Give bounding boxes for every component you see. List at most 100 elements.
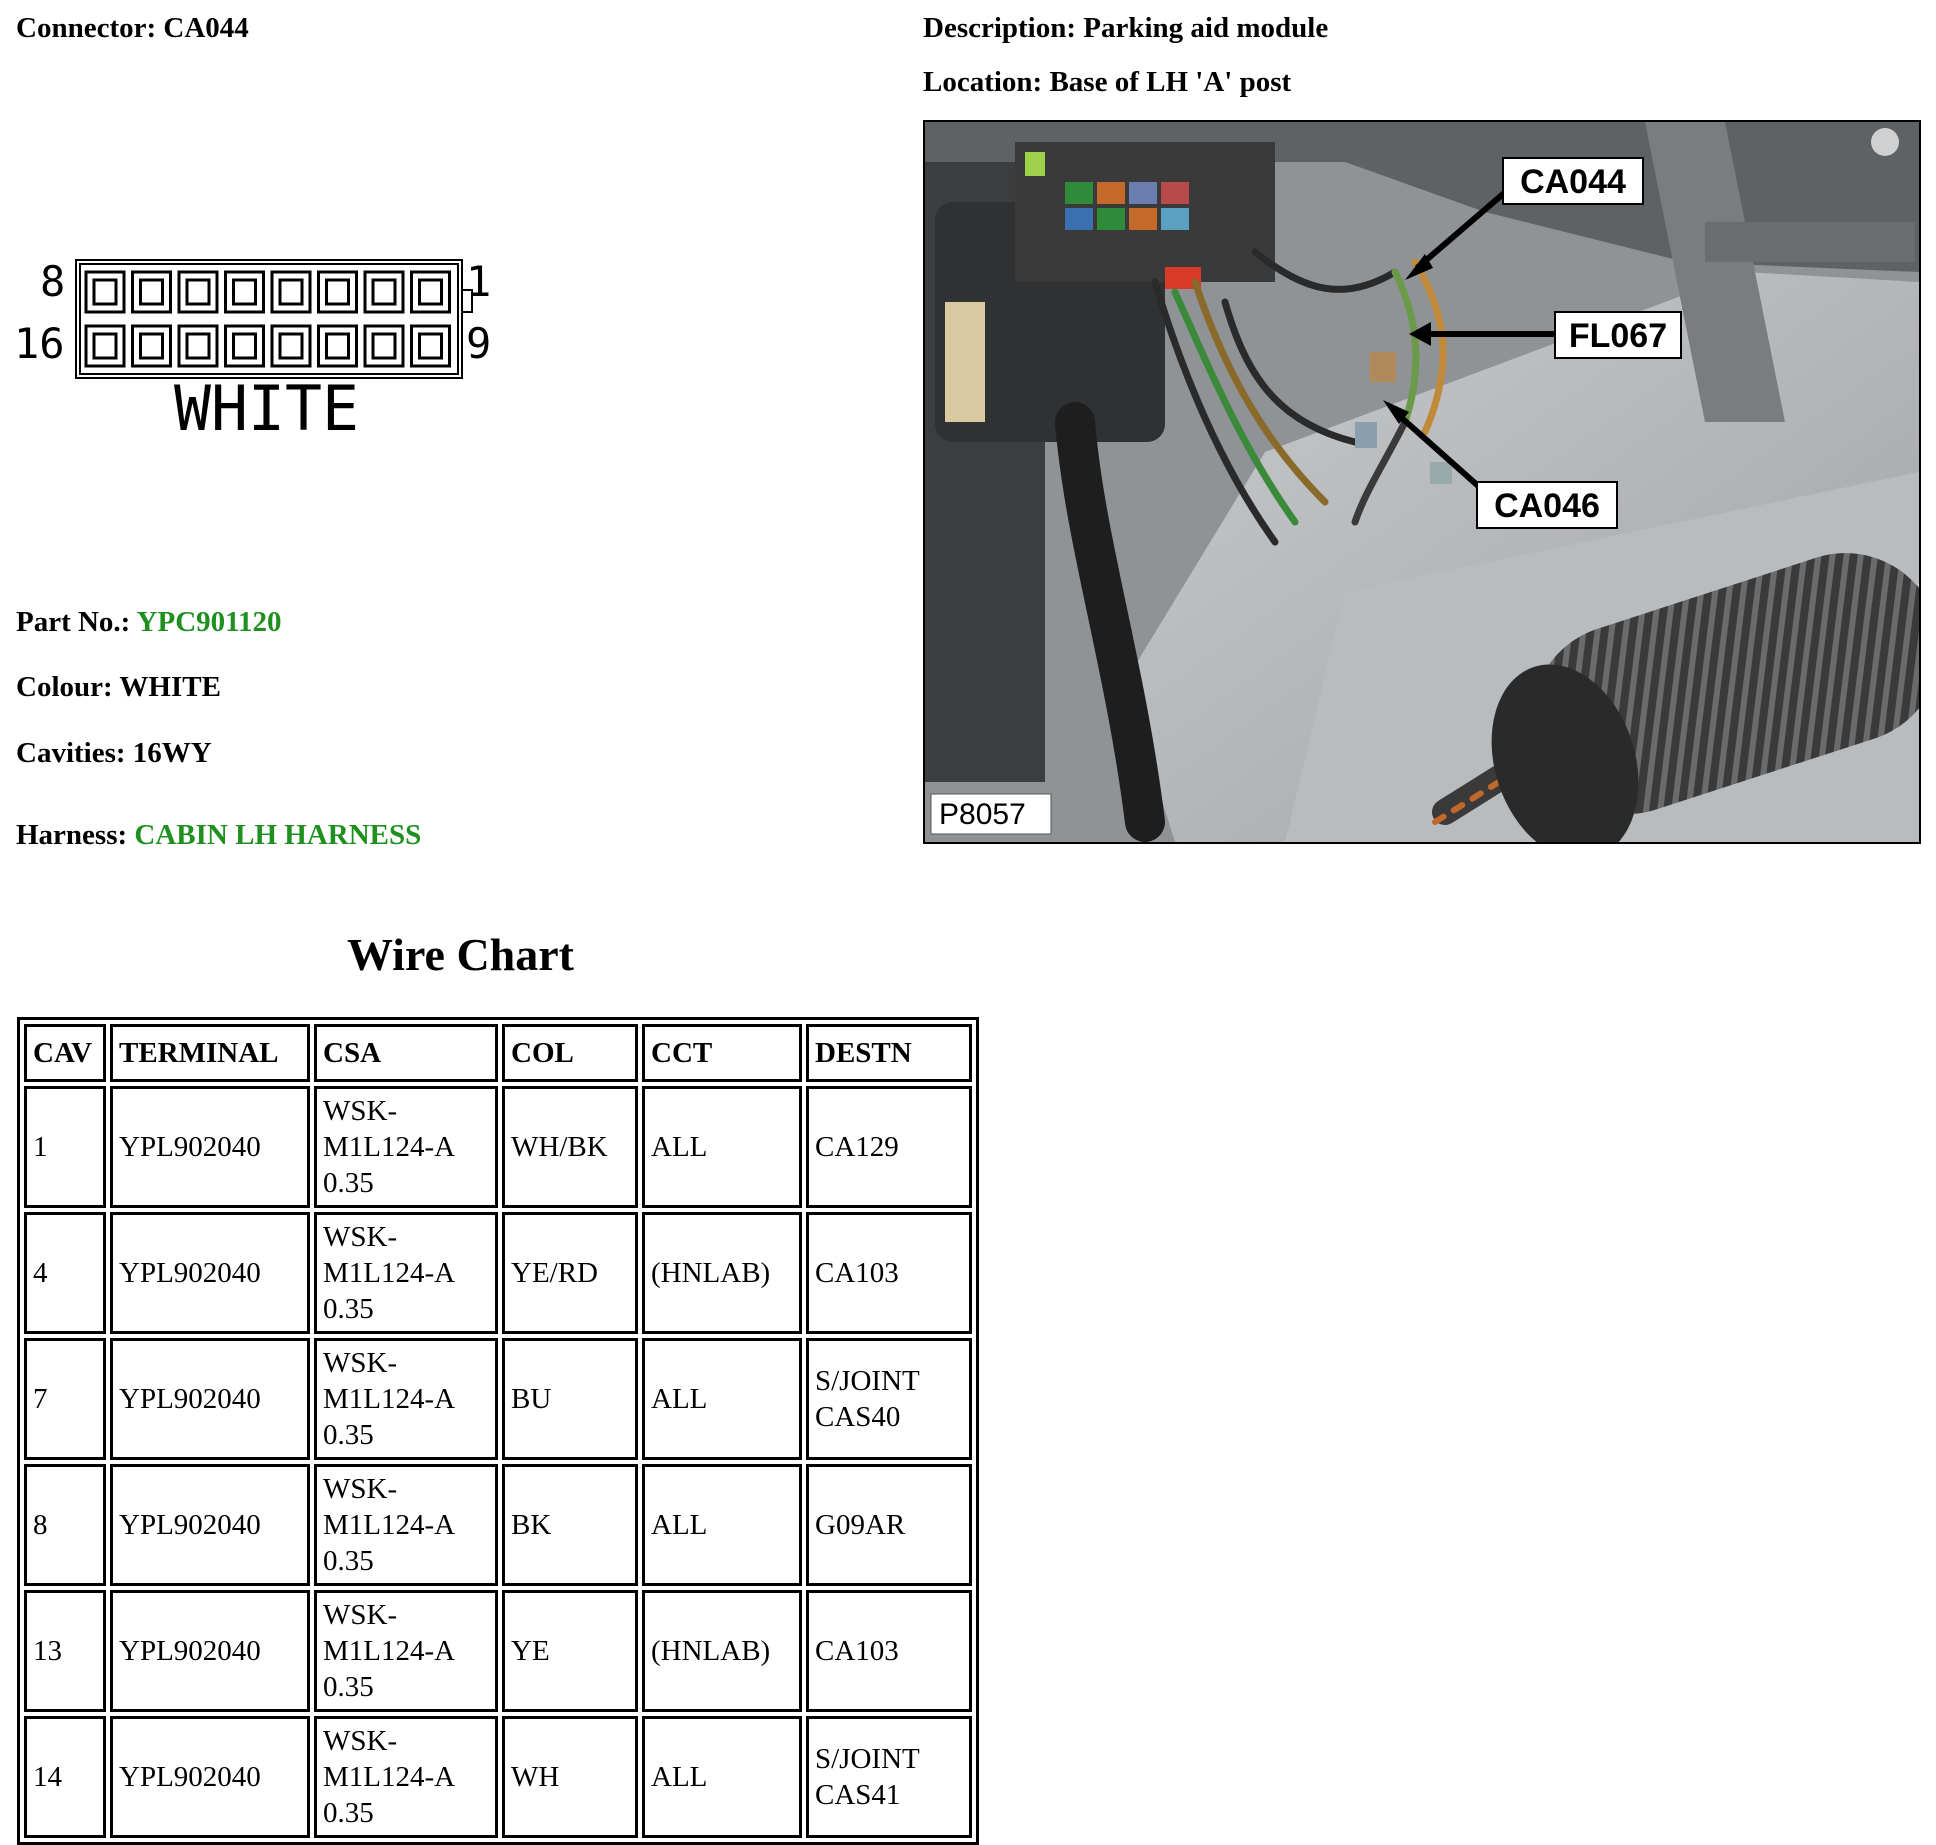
cell-cav: 4	[24, 1212, 106, 1334]
cell-terminal: YPL902040	[110, 1464, 310, 1586]
connector-cavity-terminal	[418, 278, 443, 306]
connector-cavity-terminal	[325, 332, 350, 360]
column-header-destn: DESTN	[806, 1024, 972, 1082]
connector-cavity	[224, 324, 265, 368]
cell-destn: CA103	[806, 1212, 972, 1334]
connector-face-diagram: 8 1 16 9 WHITE	[14, 257, 491, 445]
callout-ca046-label: CA046	[1494, 487, 1600, 525]
cavities-label: Cavities:	[16, 737, 126, 769]
cavities-line: Cavities: 16WY	[16, 737, 212, 770]
cell-cct: ALL	[642, 1716, 802, 1838]
wire-chart-title: Wire Chart	[347, 929, 574, 980]
column-header-cct: CCT	[642, 1024, 802, 1082]
location-label: Location:	[923, 66, 1043, 98]
cell-destn: CA103	[806, 1590, 972, 1712]
pin-label-8: 8	[40, 257, 65, 306]
part-no-line: Part No.: YPC901120	[16, 606, 282, 639]
cell-terminal: YPL902040	[110, 1212, 310, 1334]
connector-label: Connector:	[16, 12, 157, 44]
cell-cav: 1	[24, 1086, 106, 1208]
cell-col: WH	[502, 1716, 638, 1838]
column-header-col: COL	[502, 1024, 638, 1082]
connector-outline	[75, 259, 463, 379]
fuse-block	[1025, 152, 1201, 289]
connector-cavity	[84, 324, 126, 368]
callout-ca044-label: CA044	[1520, 163, 1626, 201]
cell-cct: (HNLAB)	[642, 1590, 802, 1712]
description-line: Description: Parking aid module	[923, 12, 1328, 45]
connector-cavity-terminal	[92, 278, 118, 306]
connector-cavity	[131, 324, 172, 368]
connector-cavity-terminal	[278, 278, 304, 306]
callout-fl067: FL067	[1409, 311, 1682, 359]
pin-label-9: 9	[466, 319, 491, 368]
cell-cct: ALL	[642, 1338, 802, 1460]
connector-cavity	[177, 270, 219, 314]
cell-cct: ALL	[642, 1464, 802, 1586]
connector-latch	[461, 289, 473, 313]
connector-cavity-terminal	[139, 278, 164, 306]
cell-cav: 8	[24, 1464, 106, 1586]
cell-terminal: YPL902040	[110, 1590, 310, 1712]
cell-col: YE	[502, 1590, 638, 1712]
cell-col: WH/BK	[502, 1086, 638, 1208]
cell-destn: S/JOINT CAS41	[806, 1716, 972, 1838]
cell-col: YE/RD	[502, 1212, 638, 1334]
cell-destn: CA129	[806, 1086, 972, 1208]
column-header-cav: CAV	[24, 1024, 106, 1082]
connector-cavity	[410, 324, 451, 368]
cell-destn: G09AR	[806, 1464, 972, 1586]
connector-cavity-terminal	[232, 278, 257, 306]
cell-cav: 13	[24, 1590, 106, 1712]
pin-label-16: 16	[14, 319, 65, 368]
connector-cavity	[363, 324, 405, 368]
connector-cavity	[177, 324, 219, 368]
cell-csa: WSK- M1L124-A 0.35	[314, 1086, 498, 1208]
connector-cavity	[270, 324, 312, 368]
colour-label: Colour:	[16, 671, 113, 703]
connector-cavity	[363, 270, 405, 314]
connector-cavity-terminal	[278, 332, 304, 360]
photo-id-tag: P8057	[930, 793, 1052, 835]
accelerator-pedal-pipe	[1491, 553, 1919, 842]
location-photo: CA044 FL067 CA046 P8057	[923, 120, 1921, 844]
cell-cct: (HNLAB)	[642, 1212, 802, 1334]
connector-cavity	[270, 270, 312, 314]
connector-cavity-terminal	[371, 332, 397, 360]
part-no-label: Part No.:	[16, 606, 131, 638]
cell-csa: WSK- M1L124-A 0.35	[314, 1338, 498, 1460]
connector-cavity-terminal	[92, 332, 118, 360]
location-value: Base of LH 'A' post	[1049, 66, 1292, 98]
column-header-terminal: TERMINAL	[110, 1024, 310, 1082]
cell-cav: 7	[24, 1338, 106, 1460]
callout-ca044: CA044	[1405, 157, 1644, 280]
cell-col: BK	[502, 1464, 638, 1586]
cell-destn: S/JOINT CAS40	[806, 1338, 972, 1460]
location-line: Location: Base of LH 'A' post	[923, 66, 1291, 99]
connector-cavity	[224, 270, 265, 314]
part-no-link[interactable]: YPC901120	[136, 606, 282, 638]
cavities-value: 16WY	[132, 737, 212, 769]
cavity-grid	[84, 270, 451, 368]
connector-cavity	[317, 270, 358, 314]
connector-cavity-terminal	[232, 332, 257, 360]
cell-terminal: YPL902040	[110, 1716, 310, 1838]
cell-terminal: YPL902040	[110, 1086, 310, 1208]
connector-cavity-terminal	[325, 278, 350, 306]
connector-cavity	[317, 324, 358, 368]
connector-cavity-terminal	[371, 278, 397, 306]
connector-cavity-terminal	[418, 332, 443, 360]
connector-cavity-terminal	[139, 332, 164, 360]
description-value: Parking aid module	[1083, 12, 1329, 44]
column-header-csa: CSA	[314, 1024, 498, 1082]
harness-link[interactable]: CABIN LH HARNESS	[134, 819, 422, 851]
colour-value: WHITE	[119, 671, 221, 703]
